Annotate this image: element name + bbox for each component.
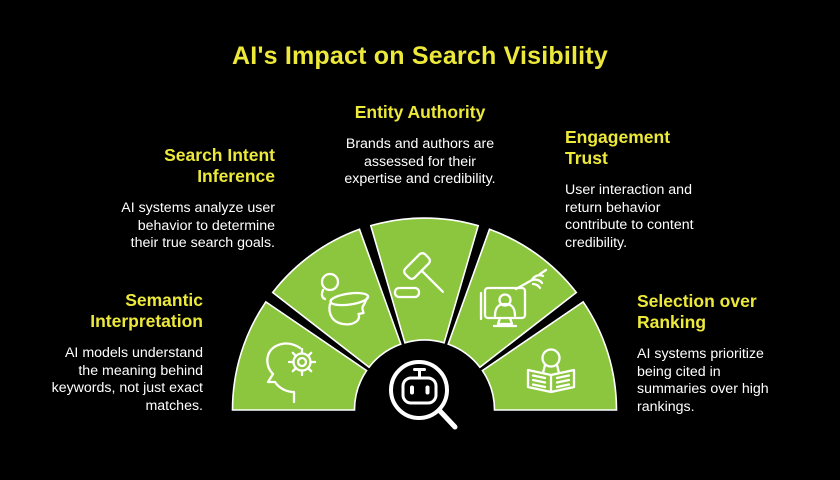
gavel-icon xyxy=(393,252,444,299)
section-body: AI models understand the meaning behind … xyxy=(51,345,203,414)
segment-selection-over-ranking xyxy=(481,300,618,411)
robot-search-magnifier-icon xyxy=(389,360,458,430)
magnifier-lens xyxy=(389,360,449,420)
section-body: User interaction and return behavior con… xyxy=(565,182,694,251)
section-entity-authority: Entity Authority Brands and authors are … xyxy=(329,102,511,189)
robot-antenna xyxy=(413,368,426,380)
section-body: AI systems prioritize being cited in sum… xyxy=(637,346,769,415)
segment-entity-authority xyxy=(369,217,480,344)
person-peering-into-head-icon xyxy=(320,272,370,326)
section-search-intent-inference: Search Intent Inference AI systems analy… xyxy=(95,145,275,253)
monitor-person-hand-icon xyxy=(479,268,548,328)
magnifier-handle xyxy=(437,408,458,430)
section-heading: Search Intent Inference xyxy=(164,145,275,186)
segment-semantic-interpretation xyxy=(231,300,368,411)
section-heading: Engagement Trust xyxy=(565,127,671,168)
section-body: Brands and authors are assessed for thei… xyxy=(344,136,496,188)
section-heading: Entity Authority xyxy=(354,102,486,122)
head-gear-icon xyxy=(266,342,317,404)
robot-eye-left xyxy=(410,385,414,395)
page-title: AI's Impact on Search Visibility xyxy=(232,42,608,70)
section-heading: Selection over Ranking xyxy=(637,291,757,332)
section-semantic-interpretation: Semantic Interpretation AI models unders… xyxy=(28,290,203,415)
section-body: AI systems analyze user behavior to dete… xyxy=(121,200,275,252)
robot-head xyxy=(401,376,438,405)
section-selection-over-ranking: Selection over Ranking AI systems priori… xyxy=(637,291,817,416)
open-newspaper-reader-icon xyxy=(526,348,576,394)
robot-eye-right xyxy=(425,385,430,395)
segment-search-intent-inference xyxy=(271,228,402,369)
section-heading: Semantic Interpretation xyxy=(90,290,203,331)
segment-engagement-trust xyxy=(447,228,578,369)
section-engagement-trust: Engagement Trust User interaction and re… xyxy=(565,127,727,252)
